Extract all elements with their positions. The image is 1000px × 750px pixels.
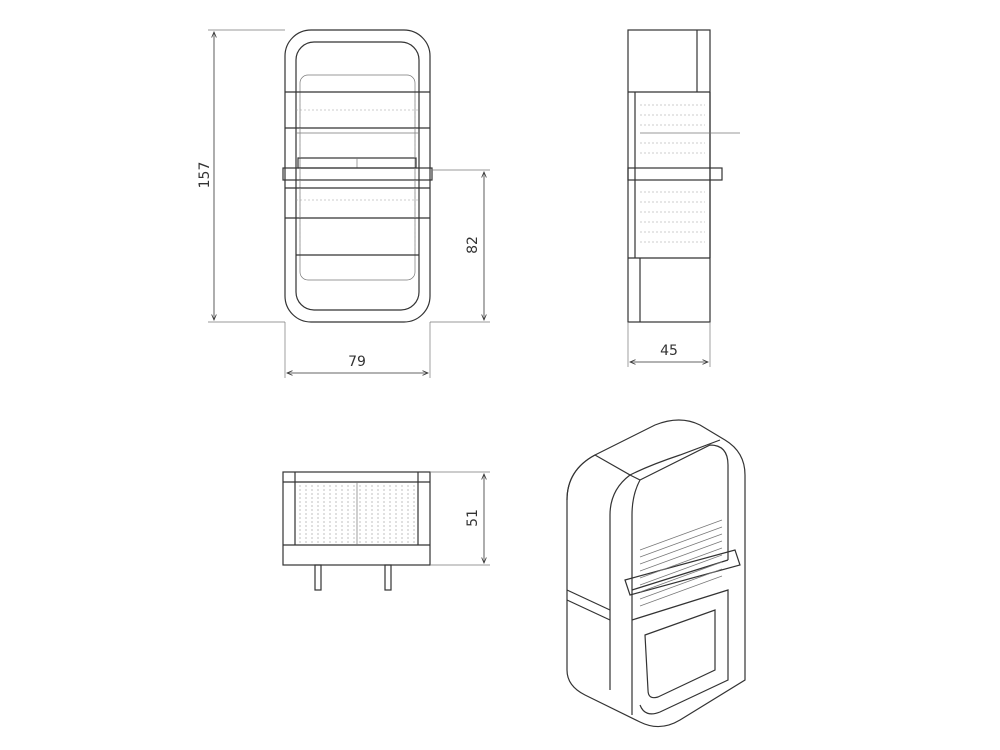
grate-bar bbox=[639, 533, 723, 565]
grate-bar bbox=[639, 568, 723, 600]
label-45: 45 bbox=[660, 343, 678, 359]
dimension-depth-side: 45 bbox=[627, 322, 711, 367]
grate-bar bbox=[639, 554, 723, 586]
grate-bar bbox=[639, 547, 723, 579]
front-view bbox=[282, 29, 433, 323]
dimension-height-total: 157 bbox=[197, 29, 285, 323]
grate-bar bbox=[639, 540, 723, 572]
label-157: 157 bbox=[197, 162, 213, 189]
grate-bar bbox=[639, 526, 723, 558]
dimension-height-lower: 82 bbox=[430, 169, 490, 323]
side-view bbox=[627, 29, 740, 323]
label-79: 79 bbox=[348, 354, 366, 370]
isometric-view bbox=[566, 419, 746, 728]
grate-bar bbox=[639, 561, 723, 593]
grate-bar bbox=[639, 519, 723, 551]
top-view bbox=[282, 471, 431, 591]
dimension-width-front: 79 bbox=[284, 322, 431, 378]
dimension-depth-top: 51 bbox=[430, 471, 490, 566]
label-82: 82 bbox=[465, 236, 481, 254]
label-51: 51 bbox=[465, 509, 481, 527]
grate-bar bbox=[639, 575, 723, 607]
